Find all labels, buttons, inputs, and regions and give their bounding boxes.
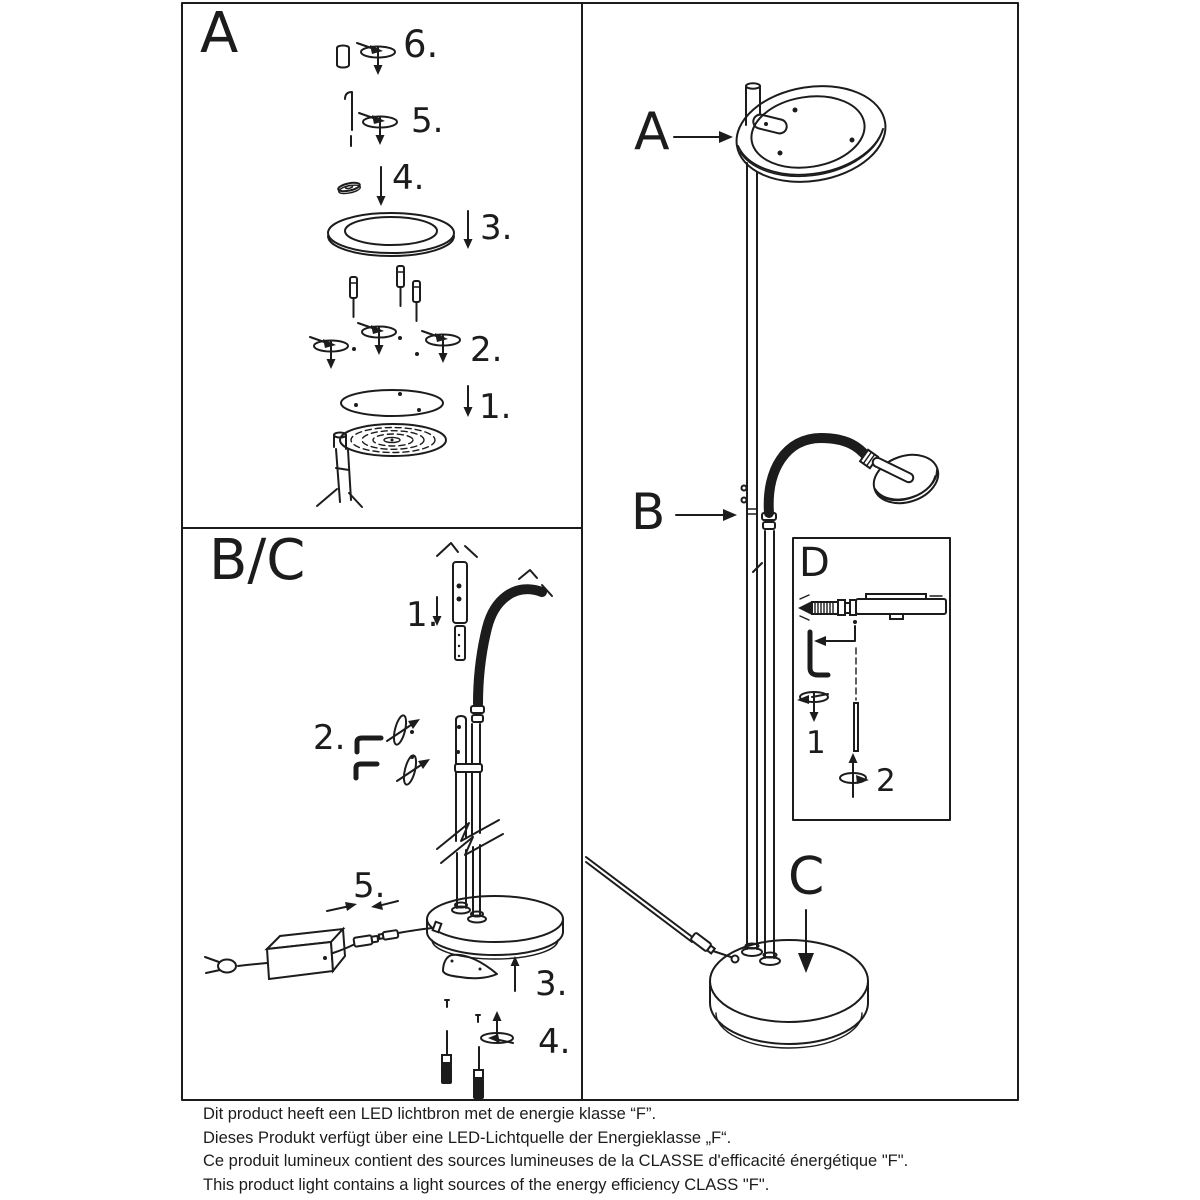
panel-a-illustration (309, 42, 473, 508)
led-plate-drawing (316, 423, 447, 508)
bc-base-drawing (426, 895, 564, 960)
panel-a-label: A (200, 1, 239, 66)
panel-a-step-3-label: 3. (480, 208, 513, 248)
overview-panel-border (581, 2, 1019, 1101)
panel-bc-step-2-label: 2. (313, 718, 346, 758)
panel-a-step-5-label: 5. (411, 101, 444, 141)
panel-bc-step-5-label: 5. (353, 866, 386, 906)
panel-a-step-6-label: 6. (403, 23, 439, 66)
overview-callout-c-label: C (788, 847, 825, 907)
inset-d-illustration (792, 537, 951, 821)
panel-a-step-4-label: 4. (392, 158, 425, 198)
inset-d-step-1-label: 1 (806, 725, 826, 761)
overview-callout-a-label: A (634, 102, 670, 162)
panel-bc-step-1-label: 1. (406, 595, 439, 635)
overview-illustration (585, 82, 951, 1049)
power-adapter-drawing (204, 920, 443, 981)
panel-bc-step-4-label: 4. (538, 1022, 571, 1062)
overview-callout-b-label: B (631, 483, 666, 541)
panel-a-step-1-label: 1. (479, 387, 512, 427)
energy-notice-line-fr: Ce produit lumineux contient des sources… (203, 1152, 909, 1170)
panel-bc-border (181, 527, 583, 1101)
reading-head-drawing (858, 448, 940, 505)
overview-base-drawing (709, 939, 869, 1049)
panel-a-step-2-label: 2. (470, 330, 503, 370)
panel-bc-illustration (204, 542, 564, 1099)
inset-d-step-2-label: 2 (876, 763, 896, 799)
energy-notice-line-en: This product light contains a light sour… (203, 1176, 770, 1194)
panel-bc-step-3-label: 3. (535, 964, 568, 1004)
energy-notice-line-de: Dieses Produkt verfügt über eine LED-Lic… (203, 1129, 732, 1147)
energy-notice-line-nl: Dit product heeft een LED lichtbron met … (203, 1105, 657, 1123)
inset-d-label: D (799, 540, 830, 586)
panel-bc-label: B/C (209, 528, 306, 593)
